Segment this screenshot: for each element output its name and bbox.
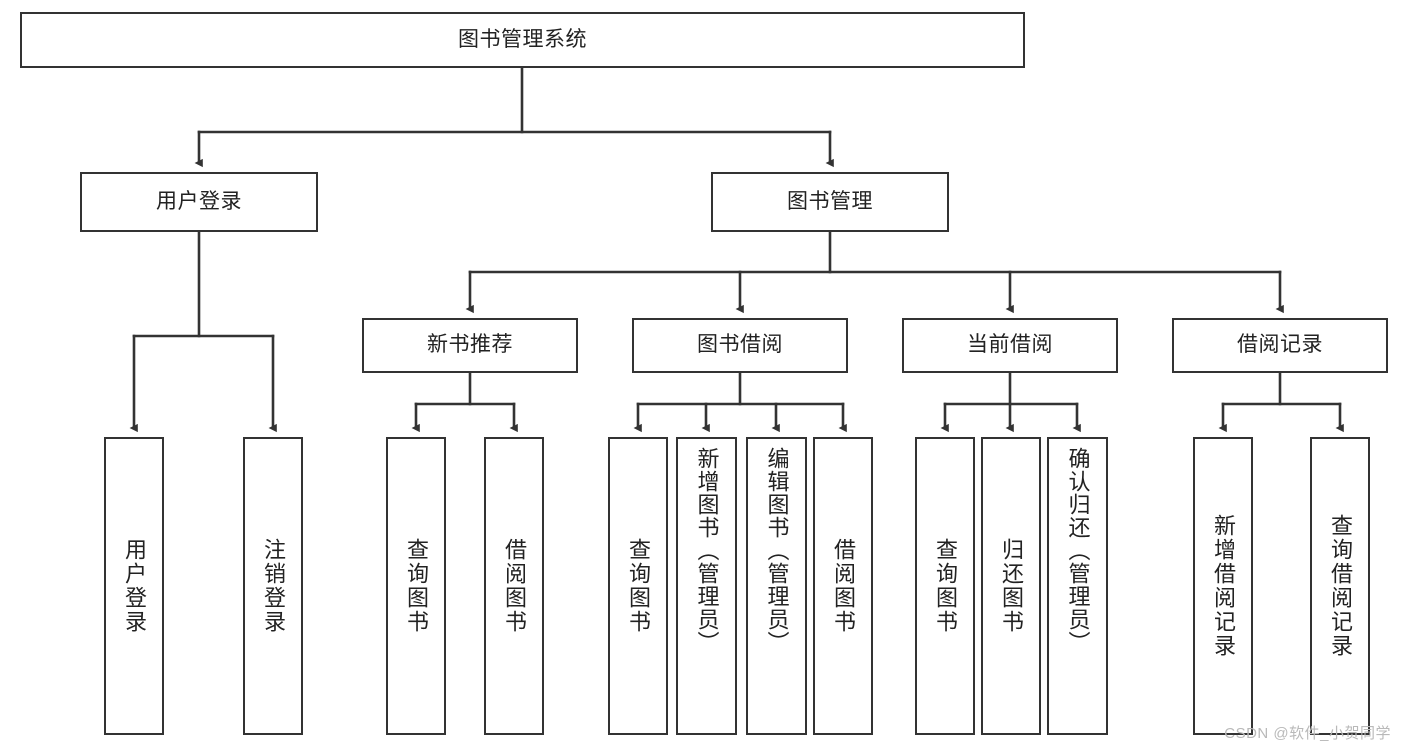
- leaf-new-book-query-book[interactable]: 查询图书: [386, 437, 446, 735]
- csdn-watermark: CSDN @软件_小贺同学: [1224, 725, 1391, 742]
- node-label: 新增借阅记录: [1211, 514, 1236, 658]
- node-label: 确认归还（管理员）: [1065, 447, 1091, 654]
- node-label: 图书借阅: [697, 333, 783, 357]
- node-label: 编辑图书（管理员）: [764, 447, 790, 654]
- node-borrow-record[interactable]: 借阅记录: [1172, 318, 1388, 373]
- node-current-borrow[interactable]: 当前借阅: [902, 318, 1118, 373]
- node-label: 新书推荐: [427, 333, 513, 357]
- node-label: 图书管理系统: [458, 27, 587, 51]
- node-label: 查询图书: [933, 538, 958, 634]
- leaf-current-borrow-confirm-return[interactable]: 确认归还（管理员）: [1047, 437, 1108, 735]
- leaf-user-login-logout[interactable]: 注销登录: [243, 437, 303, 735]
- leaf-book-borrow-edit-book[interactable]: 编辑图书（管理员）: [746, 437, 807, 735]
- node-label: 图书管理: [787, 189, 873, 213]
- node-book-management[interactable]: 图书管理: [711, 172, 949, 232]
- leaf-borrow-record-query-record[interactable]: 查询借阅记录: [1310, 437, 1370, 735]
- node-new-book-recommend[interactable]: 新书推荐: [362, 318, 578, 373]
- node-label: 用户登录: [122, 538, 147, 634]
- node-label: 注销登录: [261, 538, 286, 634]
- leaf-current-borrow-return-book[interactable]: 归还图书: [981, 437, 1041, 735]
- leaf-book-borrow-add-book[interactable]: 新增图书（管理员）: [676, 437, 737, 735]
- node-label: 当前借阅: [967, 333, 1053, 357]
- leaf-user-login-login[interactable]: 用户登录: [104, 437, 164, 735]
- node-label: 借阅记录: [1237, 333, 1323, 357]
- node-label: 查询图书: [404, 538, 429, 634]
- node-label: 借阅图书: [502, 538, 527, 634]
- node-label: 查询图书: [626, 538, 651, 634]
- leaf-current-borrow-query-book[interactable]: 查询图书: [915, 437, 975, 735]
- leaf-book-borrow-borrow-book[interactable]: 借阅图书: [813, 437, 873, 735]
- node-label: 查询借阅记录: [1328, 514, 1353, 658]
- node-root-book-management-system[interactable]: 图书管理系统: [20, 12, 1025, 68]
- node-label: 新增图书（管理员）: [694, 447, 720, 654]
- leaf-book-borrow-query-book[interactable]: 查询图书: [608, 437, 668, 735]
- node-book-borrow[interactable]: 图书借阅: [632, 318, 848, 373]
- node-label: 用户登录: [156, 189, 242, 213]
- node-label: 归还图书: [999, 538, 1024, 634]
- node-user-login[interactable]: 用户登录: [80, 172, 318, 232]
- node-label: 借阅图书: [831, 538, 856, 634]
- leaf-new-book-borrow-book[interactable]: 借阅图书: [484, 437, 544, 735]
- leaf-borrow-record-add-record[interactable]: 新增借阅记录: [1193, 437, 1253, 735]
